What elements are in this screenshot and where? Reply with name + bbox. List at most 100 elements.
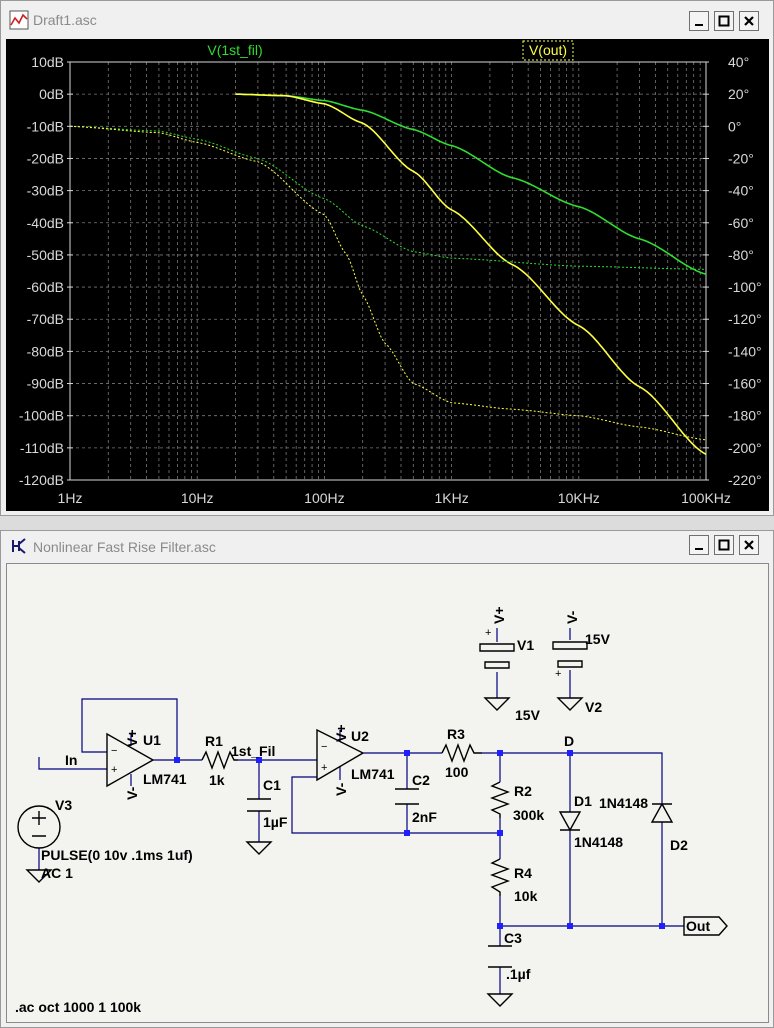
label-r3: R3 — [447, 726, 465, 742]
label-v2-minus: V- — [564, 610, 580, 624]
y-tick-label-right: -140° — [728, 343, 762, 359]
diode-d1[interactable] — [558, 811, 582, 832]
voltage-source-v3[interactable] — [17, 805, 61, 849]
opamp-u2[interactable] — [316, 728, 365, 782]
plot-titlebar[interactable]: Draft1.asc — [1, 1, 773, 39]
resistor-r2[interactable] — [490, 781, 510, 818]
plot-window-title: Draft1.asc — [33, 12, 97, 28]
opamp-u2-plus: + — [321, 762, 327, 774]
x-tick-label: 100Hz — [304, 490, 344, 506]
schematic-maximize-button[interactable] — [714, 535, 734, 555]
label-node-1st-fil: 1st_Fil — [231, 743, 275, 759]
junction — [659, 923, 665, 929]
y-tick-label-left: -40dB — [27, 215, 64, 231]
label-r4-value: 10k — [514, 888, 538, 904]
label-r3-value: 100 — [445, 764, 469, 780]
trace-phase-v1st-fil[interactable] — [69, 125, 707, 270]
resistor-r4[interactable] — [490, 858, 510, 896]
label-u2-model: LM741 — [351, 766, 395, 782]
trace-magnitude-vout[interactable] — [235, 93, 707, 456]
battery-v2[interactable] — [552, 641, 588, 668]
label-c2-value: 2nF — [412, 809, 437, 825]
y-tick-label-left: -80dB — [27, 343, 64, 359]
legend-vout[interactable]: V(out) — [529, 42, 567, 58]
label-v3: V3 — [55, 797, 72, 813]
junction — [567, 923, 573, 929]
close-button[interactable] — [739, 11, 759, 31]
junction — [256, 757, 262, 763]
label-u1-vminus: V- — [124, 786, 140, 800]
minimize-icon — [695, 548, 703, 550]
y-tick-label-left: -20dB — [27, 150, 64, 166]
y-tick-label-right: -40° — [728, 183, 754, 199]
output-port[interactable] — [683, 916, 728, 936]
diode-d2[interactable] — [650, 802, 674, 823]
circuit-schematic[interactable]: − + − + + + V+ V1 15V V- 15V V2 V+ U1 LM… — [7, 564, 768, 1022]
label-v2-value: 15V — [585, 631, 611, 647]
opamp-u2-minus: − — [321, 741, 327, 753]
schematic-close-button[interactable] — [739, 535, 759, 555]
plot-border — [69, 61, 707, 481]
wire[interactable] — [38, 757, 107, 770]
legend-v1st-fil[interactable]: V(1st_fil) — [207, 42, 262, 58]
label-d1: D1 — [574, 793, 592, 809]
wire[interactable] — [482, 752, 663, 804]
wire[interactable] — [291, 776, 500, 834]
opamp-u1-plus: + — [111, 764, 117, 776]
schematic-window[interactable]: Nonlinear Fast Rise Filter.asc — [0, 530, 774, 1028]
resistor-r1[interactable] — [201, 750, 238, 770]
y-tick-label-right: -200° — [728, 440, 762, 456]
battery-v1[interactable] — [479, 643, 515, 669]
ac-analysis-directive[interactable]: .ac oct 1000 1 100k — [15, 999, 141, 1015]
resistor-r3[interactable] — [441, 743, 482, 763]
y-tick-label-right: 40° — [728, 54, 749, 70]
y-tick-label-left: -110dB — [20, 440, 64, 456]
minimize-button[interactable] — [689, 11, 709, 31]
trace-phase-vout[interactable] — [69, 125, 707, 441]
label-u2: U2 — [351, 728, 369, 744]
capacitor-c2[interactable] — [395, 788, 419, 805]
label-c1: C1 — [263, 777, 281, 793]
x-tick-label: 1Hz — [58, 490, 83, 506]
label-u2-vplus: V+ — [333, 724, 349, 742]
label-v1-plus: V+ — [491, 606, 507, 624]
waveform-icon — [9, 10, 29, 30]
y-tick-label-left: 0dB — [39, 86, 64, 102]
junction — [174, 757, 180, 763]
y-tick-label-left: -120dB — [19, 472, 64, 488]
junction — [497, 923, 503, 929]
y-tick-label-right: 20° — [728, 86, 749, 102]
schematic-icon — [12, 538, 26, 554]
capacitor-c3[interactable] — [488, 945, 512, 968]
y-tick-label-right: 0° — [728, 118, 741, 134]
capacitor-c1[interactable] — [247, 798, 271, 812]
label-c3-value: .1µf — [506, 966, 531, 982]
y-tick-label-left: -100dB — [19, 408, 64, 424]
schematic-minimize-button[interactable] — [689, 535, 709, 555]
label-v2: V2 — [585, 699, 602, 715]
schematic-titlebar[interactable]: Nonlinear Fast Rise Filter.asc — [1, 531, 773, 561]
label-node-d: D — [564, 733, 574, 749]
y-tick-label-right: -100° — [728, 279, 762, 295]
y-tick-label-left: -30dB — [27, 183, 64, 199]
y-tick-label-left: 10dB — [31, 54, 64, 70]
label-v1-value: 15V — [515, 707, 541, 723]
label-r1-value: 1k — [209, 772, 225, 788]
trace-magnitude-v1st-fil[interactable] — [235, 93, 707, 275]
opamp-u1[interactable] — [106, 732, 155, 788]
schematic-canvas[interactable]: − + − + + + V+ V1 15V V- 15V V2 V+ U1 LM… — [6, 563, 769, 1023]
maximize-button[interactable] — [714, 11, 734, 31]
y-tick-label-left: -70dB — [27, 311, 64, 327]
ground-symbol — [556, 697, 584, 711]
label-r1: R1 — [205, 733, 223, 749]
opamp-u1-minus: − — [111, 745, 117, 757]
wire[interactable] — [81, 698, 178, 760]
ground-symbol — [483, 697, 511, 711]
label-r2-value: 300k — [513, 807, 544, 823]
y-tick-label-right: -60° — [728, 215, 754, 231]
label-d2: D2 — [670, 837, 688, 853]
y-tick-label-right: -220° — [728, 472, 762, 488]
